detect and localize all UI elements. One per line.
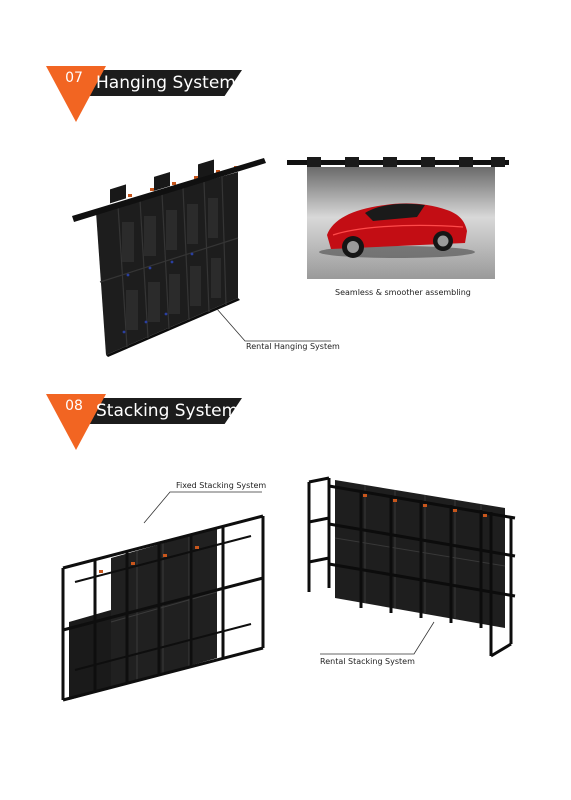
section-number: 07 [65, 70, 83, 86]
section-number-badge [46, 66, 106, 122]
section-title-bar [84, 398, 242, 424]
section-title-bar [84, 70, 242, 96]
section-title: Hanging System [96, 73, 236, 93]
caption-rental-stacking: Rental Stacking System [320, 657, 415, 666]
hanging-screen-image [287, 157, 509, 279]
section-header-stacking: 08 Stacking System [46, 394, 242, 452]
leader-line-hanging [216, 308, 331, 342]
hanging-panel-image [72, 158, 266, 357]
rental-stacking-image [307, 476, 516, 658]
leader-line-fixed [143, 491, 262, 524]
leader-line-rental-stacking [320, 621, 435, 655]
section-header-hanging: 07 Hanging System [46, 66, 242, 124]
caption-rental-hanging: Rental Hanging System [246, 342, 340, 351]
section-number-badge [46, 394, 106, 450]
fixed-stacking-image [61, 514, 265, 702]
caption-seamless: Seamless & smoother assembling [335, 288, 471, 297]
caption-fixed-stacking: Fixed Stacking System [176, 481, 267, 490]
section-title: Stacking System [96, 401, 239, 421]
section-number: 08 [65, 398, 83, 414]
